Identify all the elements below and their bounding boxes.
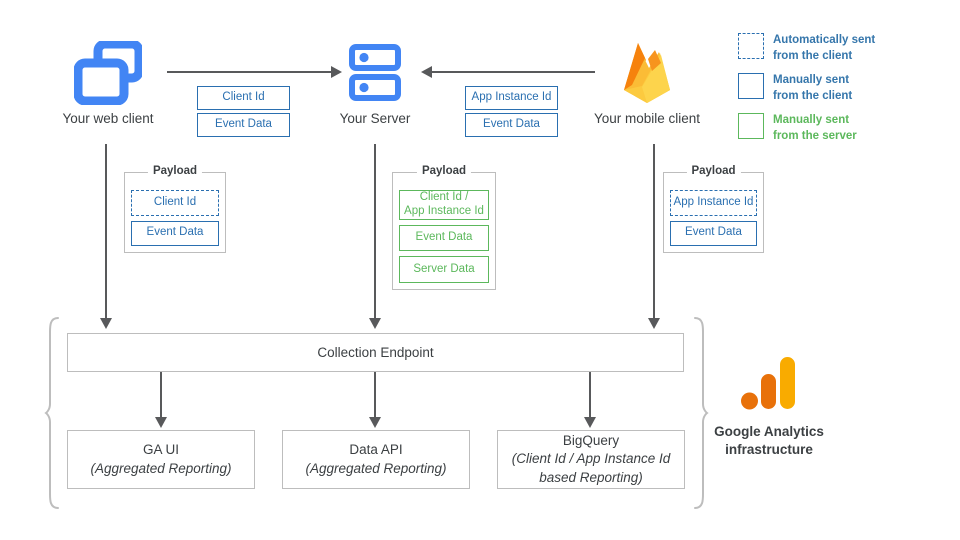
- legend-label-manual-server-line2: from the server: [773, 129, 857, 142]
- legend-item-automatic-client: Automatically sent from the client: [738, 33, 875, 64]
- legend-label-automatic-client: Automatically sent from the client: [773, 33, 875, 64]
- payload-server-title: Payload: [416, 165, 472, 177]
- legend-label-manual-server-line1: Manually sent: [773, 114, 850, 126]
- google-analytics-infrastructure-label: Google Analytics infrastructure: [689, 423, 849, 459]
- payload-web-chip-client-id: Client Id: [131, 190, 219, 216]
- arrow-server-down-head: [368, 318, 381, 329]
- server-label: Your Server: [339, 111, 411, 126]
- legend-item-manual-server: Manually sent from the server: [738, 113, 857, 144]
- payload-web-title: Payload: [147, 165, 203, 177]
- arrow-mobile-down-head: [647, 318, 660, 329]
- collection-endpoint-label: Collection Endpoint: [317, 345, 434, 360]
- firebase-flame-icon: [618, 38, 676, 106]
- transfer-chip-client-id: Client Id: [197, 86, 290, 110]
- output-box-ga-ui-subtitle: (Aggregated Reporting): [90, 460, 232, 476]
- arrow-endpoint-to-dataapi-head: [368, 417, 381, 428]
- arrow-mobile-to-server-head: [421, 65, 432, 78]
- arrow-endpoint-to-bigquery-head: [583, 417, 596, 428]
- output-box-data-api-subtitle: (Aggregated Reporting): [305, 460, 447, 476]
- server-rack-icon: [348, 44, 402, 102]
- arrow-endpoint-to-dataapi-line: [374, 372, 376, 417]
- arrow-endpoint-to-gaui-line: [160, 372, 162, 417]
- transfer-chip-event-data-mobile: Event Data: [465, 113, 558, 137]
- ga-label-line2: infrastructure: [725, 442, 813, 458]
- legend-label-automatic-client-line1: Automatically sent: [773, 34, 876, 46]
- legend-label-automatic-client-line2: from the client: [773, 49, 853, 62]
- google-analytics-logo: [740, 355, 798, 411]
- web-client-label: Your web client: [62, 111, 154, 126]
- output-box-data-api-title: Data API: [349, 442, 403, 458]
- output-box-data-api[interactable]: Data API (Aggregated Reporting): [282, 430, 470, 489]
- arrow-web-down-head: [99, 318, 112, 329]
- legend-label-manual-client-line1: Manually sent: [773, 74, 850, 86]
- legend-swatch-solid-green: [738, 113, 764, 139]
- payload-server-chip-ids: Client Id / App Instance Id: [399, 190, 489, 220]
- payload-server-chip-event-data: Event Data: [399, 224, 489, 252]
- legend-swatch-dashed-blue: [738, 33, 764, 59]
- legend-item-manual-client: Manually sent from the client: [738, 73, 852, 104]
- output-box-bigquery[interactable]: BigQuery (Client Id / App Instance Id ba…: [497, 430, 685, 489]
- arrow-web-to-server-line: [167, 71, 331, 73]
- transfer-chip-event-data: Event Data: [197, 113, 290, 137]
- browser-windows-icon: [73, 39, 144, 106]
- arrow-mobile-down-line: [653, 144, 655, 318]
- legend-swatch-solid-blue: [738, 73, 764, 99]
- mobile-client-label: Your mobile client: [593, 111, 701, 126]
- payload-mobile-chip-app-instance-id: App Instance Id: [670, 190, 757, 216]
- arrow-server-down-line: [374, 144, 376, 318]
- payload-server-chip-server-data: Server Data: [399, 256, 489, 283]
- arrow-endpoint-to-gaui-head: [154, 417, 167, 428]
- output-box-ga-ui[interactable]: GA UI (Aggregated Reporting): [67, 430, 255, 489]
- legend-label-manual-server: Manually sent from the server: [773, 113, 857, 144]
- output-box-bigquery-title: BigQuery: [562, 433, 620, 449]
- payload-mobile-chip-event-data: Event Data: [670, 220, 757, 246]
- ga-label-line1: Google Analytics: [714, 424, 824, 439]
- output-box-bigquery-subtitle: (Client Id / App Instance Id based Repor…: [511, 451, 671, 485]
- payload-web: Payload Client Id Event Data: [124, 165, 226, 253]
- payload-mobile-title: Payload: [686, 165, 741, 177]
- output-box-ga-ui-title: GA UI: [142, 442, 179, 458]
- payload-mobile: Payload App Instance Id Event Data: [663, 165, 764, 253]
- payload-server: Payload Client Id / App Instance Id Even…: [392, 165, 496, 290]
- payload-web-chip-event-data: Event Data: [131, 220, 219, 246]
- collection-endpoint-box[interactable]: Collection Endpoint: [67, 333, 684, 372]
- arrow-web-down-line: [105, 144, 107, 318]
- arrow-web-to-server-head: [331, 65, 342, 78]
- legend-label-manual-client-line2: from the client: [773, 89, 853, 102]
- arrow-endpoint-to-bigquery-line: [589, 372, 591, 417]
- arrow-mobile-to-server-line: [432, 71, 595, 73]
- transfer-chip-app-instance-id: App Instance Id: [465, 86, 558, 110]
- legend-label-manual-client: Manually sent from the client: [773, 73, 852, 104]
